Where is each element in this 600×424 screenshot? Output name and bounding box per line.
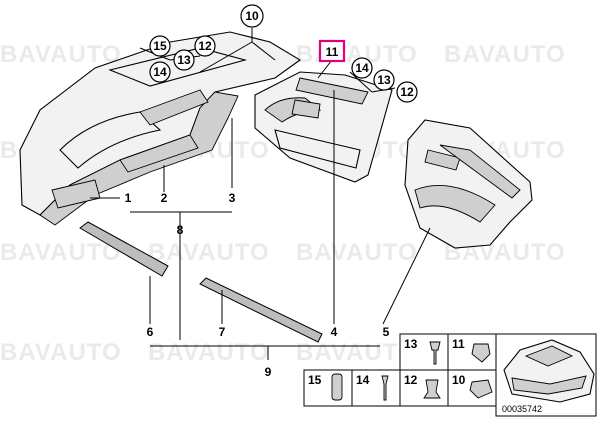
callout-14[interactable]: 14 — [149, 61, 171, 83]
inset-label-10: 10 — [452, 373, 466, 387]
callout-13[interactable]: 13 — [173, 49, 195, 71]
callout-15[interactable]: 15 — [149, 35, 171, 57]
callout-label: 12 — [198, 39, 212, 53]
callout-label: 4 — [331, 325, 338, 339]
dashboard-drawing — [19, 31, 301, 226]
watermark-text: BAVAUTO — [148, 339, 270, 366]
callout-label: 15 — [153, 39, 167, 53]
callout-label: 7 — [219, 325, 226, 339]
callout-label: 12 — [400, 85, 414, 99]
watermark-text: BAVAUTO — [0, 239, 122, 266]
callout-12[interactable]: 12 — [194, 35, 216, 57]
callout-label: 9 — [265, 365, 272, 379]
fastener-inset: 13 11 15 14 12 10 00035742 — [303, 333, 597, 417]
watermark-text: BAVAUTO — [148, 239, 270, 266]
drawing-reference-number: 00035742 — [502, 404, 542, 414]
callout-7[interactable]: 7 — [219, 325, 226, 339]
callout-3[interactable]: 3 — [229, 191, 236, 205]
inset-label-15: 15 — [308, 373, 322, 387]
callout-10[interactable]: 10 — [240, 4, 264, 28]
callout-label: 14 — [153, 65, 167, 79]
watermark-text: BAVAUTO — [0, 41, 122, 68]
watermark-text: BAVAUTO — [296, 239, 418, 266]
pin-14-icon — [381, 375, 389, 401]
callout-1[interactable]: 1 — [125, 191, 132, 205]
callout-label: 10 — [245, 9, 259, 23]
callout-label: 14 — [355, 61, 369, 75]
leader-lines — [90, 28, 431, 360]
clip-10-icon — [469, 379, 493, 399]
front-door-panel-drawing — [254, 71, 393, 183]
callout-2[interactable]: 2 — [161, 191, 168, 205]
grommet-12-icon — [423, 379, 441, 399]
callout-label: 1 — [125, 191, 132, 205]
sleeve-15-icon — [331, 373, 343, 401]
callout-label: 5 — [383, 325, 390, 339]
callout-5[interactable]: 5 — [383, 325, 390, 339]
watermark-text: BAVAUTO — [444, 41, 566, 68]
sill-strip-left-drawing — [79, 221, 169, 277]
callout-13-right[interactable]: 13 — [373, 69, 395, 91]
callout-label: 3 — [229, 191, 236, 205]
inset-label-13: 13 — [404, 337, 418, 351]
inset-label-12: 12 — [404, 373, 418, 387]
watermark-text: BAVAUTO — [0, 339, 122, 366]
callout-label: 11 — [326, 45, 339, 59]
callout-label: 13 — [177, 53, 191, 67]
inset-label-11: 11 — [452, 337, 465, 351]
callout-6[interactable]: 6 — [147, 325, 154, 339]
clip-11-icon — [471, 343, 491, 363]
callout-label: 2 — [161, 191, 168, 205]
callout-12-right[interactable]: 12 — [396, 81, 418, 103]
callout-8[interactable]: 8 — [177, 223, 184, 237]
clip-13-icon — [429, 341, 441, 365]
sill-strip-right-drawing — [199, 277, 323, 343]
callout-label: 13 — [377, 73, 391, 87]
car-silhouette-icon — [503, 339, 595, 403]
callout-4[interactable]: 4 — [331, 325, 338, 339]
callout-14-right[interactable]: 14 — [351, 57, 373, 79]
watermark-text: BAVAUTO — [296, 339, 418, 366]
callout-11-highlighted[interactable]: 11 — [318, 39, 346, 63]
callout-label: 8 — [177, 223, 184, 237]
rear-door-panel-drawing — [404, 119, 533, 249]
callout-9[interactable]: 9 — [265, 365, 272, 379]
inset-label-14: 14 — [356, 373, 370, 387]
callout-label: 6 — [147, 325, 154, 339]
